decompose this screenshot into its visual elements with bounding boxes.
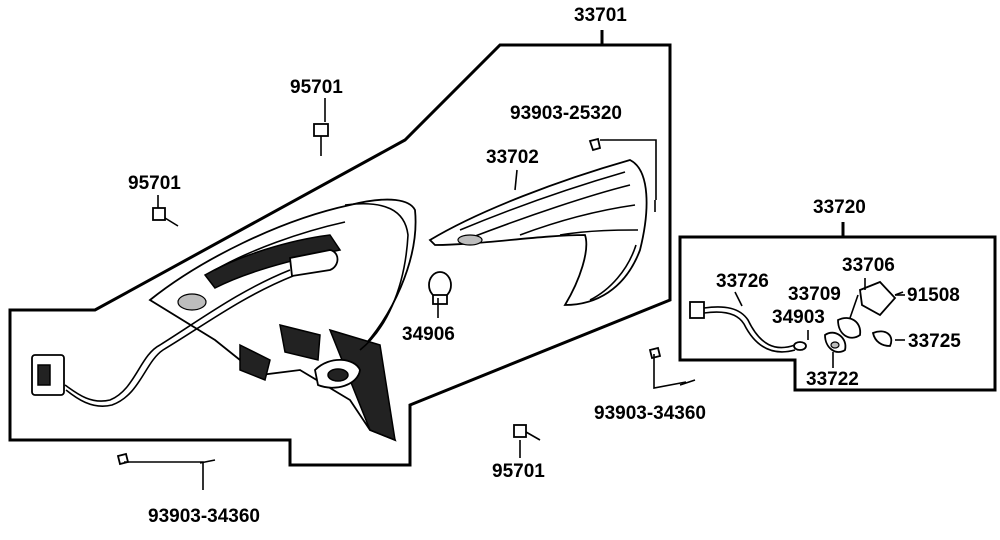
callout-33725[interactable]: 33725 bbox=[908, 331, 961, 352]
callout-34906[interactable]: 34906 bbox=[402, 324, 455, 345]
callout-95701-bottom[interactable]: 95701 bbox=[492, 461, 545, 482]
fasteners-drawing bbox=[116, 123, 696, 466]
lens-drawing bbox=[428, 159, 648, 306]
callout-91508[interactable]: 91508 bbox=[907, 285, 960, 306]
callout-93903-34360-bottom[interactable]: 93903-34360 bbox=[148, 506, 260, 527]
callout-33701[interactable]: 33701 bbox=[574, 5, 627, 26]
callout-95701-left[interactable]: 95701 bbox=[128, 173, 181, 194]
callout-34903[interactable]: 34903 bbox=[772, 307, 825, 328]
callout-95701-top[interactable]: 95701 bbox=[290, 77, 343, 98]
callout-33720[interactable]: 33720 bbox=[813, 197, 866, 218]
callout-33709[interactable]: 33709 bbox=[788, 284, 841, 305]
tail-housing-drawing bbox=[148, 198, 417, 442]
callout-93903-25320[interactable]: 93903-25320 bbox=[510, 103, 622, 124]
leader-lines bbox=[124, 98, 905, 490]
sub-assembly-drawing bbox=[689, 280, 904, 353]
callout-33726[interactable]: 33726 bbox=[716, 271, 769, 292]
harness-drawing bbox=[31, 269, 294, 407]
callout-33722[interactable]: 33722 bbox=[806, 369, 859, 390]
bulb-34906-drawing bbox=[428, 271, 452, 305]
callout-93903-34360-right[interactable]: 93903-34360 bbox=[594, 403, 706, 424]
frame-33720 bbox=[678, 222, 997, 392]
frame-33701 bbox=[8, 30, 672, 467]
callout-33706[interactable]: 33706 bbox=[842, 255, 895, 276]
callout-33702[interactable]: 33702 bbox=[486, 147, 539, 168]
